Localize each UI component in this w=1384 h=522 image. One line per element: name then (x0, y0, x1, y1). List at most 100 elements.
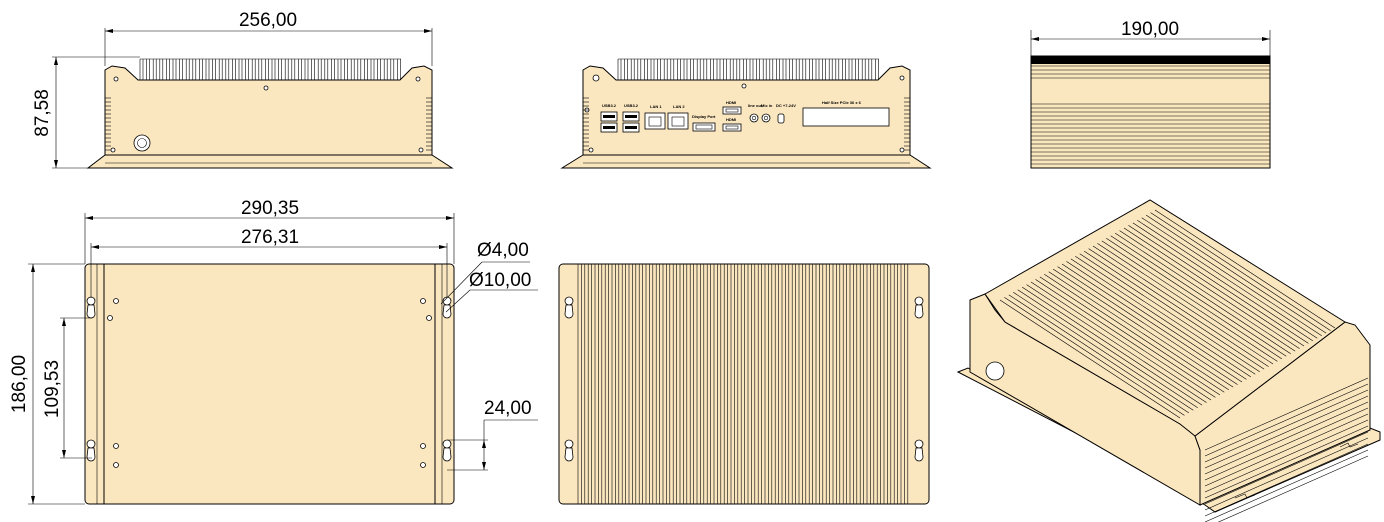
iso-power-button-icon (985, 361, 1005, 381)
iso-fin (1013, 292, 1194, 411)
iso-rib (1217, 455, 1369, 522)
keyhole-slot-top-right (442, 296, 452, 319)
iso-rib (1204, 449, 1369, 522)
iso-fin (1123, 227, 1305, 347)
keyhole-slot-top-left (86, 296, 96, 319)
dim-plate-height-label: 186,00 (9, 355, 30, 413)
isometric-view (956, 199, 1381, 522)
dim-hole-spacing-width-label: 276,31 (241, 227, 299, 248)
top-view-fins (558, 263, 930, 505)
iso-fin (1004, 297, 1185, 416)
dim-front-height: 87,58 (32, 56, 140, 169)
iso-fin (1088, 248, 1269, 367)
iso-fin (1132, 222, 1314, 342)
iso-rib (1204, 377, 1369, 451)
side-view: 190,00 (1030, 19, 1271, 169)
keyhole-slot-tm-4 (914, 439, 924, 462)
audio-jack-mic-in: Mic in (761, 103, 773, 123)
keyhole-slot-bottom-left (86, 439, 96, 462)
iso-fin (1044, 274, 1225, 393)
iso-fin (1128, 225, 1309, 344)
dim-plate-width-label: 290,35 (241, 198, 299, 219)
top-view-fin-lines (577, 264, 909, 504)
iso-fin (1070, 258, 1252, 378)
dim-hole-spacing-height: 109,53 (42, 317, 92, 459)
dim-hole-spacing-width: 276,31 (90, 227, 448, 298)
iso-fin (1075, 256, 1256, 375)
iso-rib (1204, 395, 1369, 469)
dim-plate-height: 186,00 (9, 263, 85, 505)
iso-fin (1101, 240, 1283, 360)
side-view-top-edge (1031, 56, 1270, 64)
lan-port-1: LAN 1 (644, 104, 666, 130)
dim-small-hole-label: Ø4,00 (477, 240, 529, 261)
dc-in-label: DC +7-24V (776, 103, 796, 108)
iso-fin (1048, 271, 1229, 390)
isometric-fins (999, 209, 1336, 419)
dc-in-jack: DC +7-24V (776, 103, 796, 124)
displayport-label: Display Port (692, 114, 716, 119)
dim-slot-length: 24,00 (447, 398, 538, 471)
rear-left-ribs (583, 97, 589, 151)
iso-fin (1141, 217, 1322, 336)
keyhole-slot-tm-2 (564, 439, 574, 462)
line-out-label: line out (748, 103, 763, 108)
iso-rib (1204, 425, 1369, 499)
rear-view: USB3.2 USB3.2 LAN 1 LAN 2 Display Port (560, 58, 932, 169)
iso-fin (1154, 209, 1336, 329)
iso-fin (1066, 261, 1247, 380)
hdmi-2-label: HDMI (726, 117, 736, 122)
dim-hole-spacing-height-label: 109,53 (42, 360, 63, 418)
iso-rib (1204, 413, 1369, 487)
front-right-ribs (426, 97, 432, 151)
hdmi-port-1: HDMI (722, 100, 742, 115)
front-view (86, 58, 454, 169)
iso-fin (1026, 284, 1207, 403)
bottom-view (84, 263, 455, 505)
iso-rib (1204, 443, 1369, 517)
isometric-side-ribs (1204, 377, 1369, 522)
keyhole-slot-tm-3 (914, 296, 924, 319)
dim-plate-width: 290,35 (84, 198, 455, 264)
usb-1-label: USB3.2 (602, 103, 617, 108)
mic-in-label: Mic in (761, 103, 773, 108)
usb-2-label: USB3.2 (624, 103, 639, 108)
iso-fin (999, 299, 1181, 419)
usb-port-group-1: USB3.2 (600, 103, 618, 133)
lan-port-2: LAN 2 (667, 104, 689, 130)
iso-fin (1110, 235, 1291, 354)
front-left-ribs (105, 97, 111, 151)
iso-fin (1150, 212, 1331, 331)
front-view-fins (139, 58, 401, 80)
expansion-label: Half Size PCIe 36 x 6 (822, 100, 862, 105)
side-view-lines (1031, 65, 1270, 165)
iso-rib (1204, 437, 1369, 511)
iso-fin (1030, 281, 1212, 401)
dim-slot-length-label: 24,00 (484, 398, 532, 419)
dim-front-width-label: 256,00 (239, 10, 297, 31)
iso-fin (1008, 294, 1190, 414)
usb-port-group-2: USB3.2 (622, 103, 640, 133)
iso-fin (1083, 250, 1265, 370)
iso-fin (1145, 214, 1327, 334)
iso-fin (1079, 253, 1260, 372)
iso-fin (1057, 266, 1238, 385)
iso-fin (1114, 232, 1296, 352)
iso-fin (1097, 243, 1278, 362)
lan-2-label: LAN 2 (673, 104, 685, 109)
rear-right-ribs (904, 97, 910, 151)
iso-rib (1204, 407, 1369, 481)
iso-fin (1106, 238, 1287, 357)
iso-fin (1035, 279, 1216, 398)
dim-hole-diameters: Ø4,00 Ø10,00 (440, 240, 538, 313)
keyhole-slot-bottom-right (442, 439, 452, 462)
iso-fin (1052, 268, 1234, 388)
expansion-slot: Half Size PCIe 36 x 6 (802, 100, 890, 127)
dim-front-width: 256,00 (104, 10, 433, 66)
iso-fin (1061, 263, 1243, 383)
iso-rib (1204, 389, 1369, 463)
audio-jack-line-out: line out (748, 103, 763, 123)
iso-rib (1204, 383, 1369, 457)
iso-fin (1137, 220, 1318, 339)
